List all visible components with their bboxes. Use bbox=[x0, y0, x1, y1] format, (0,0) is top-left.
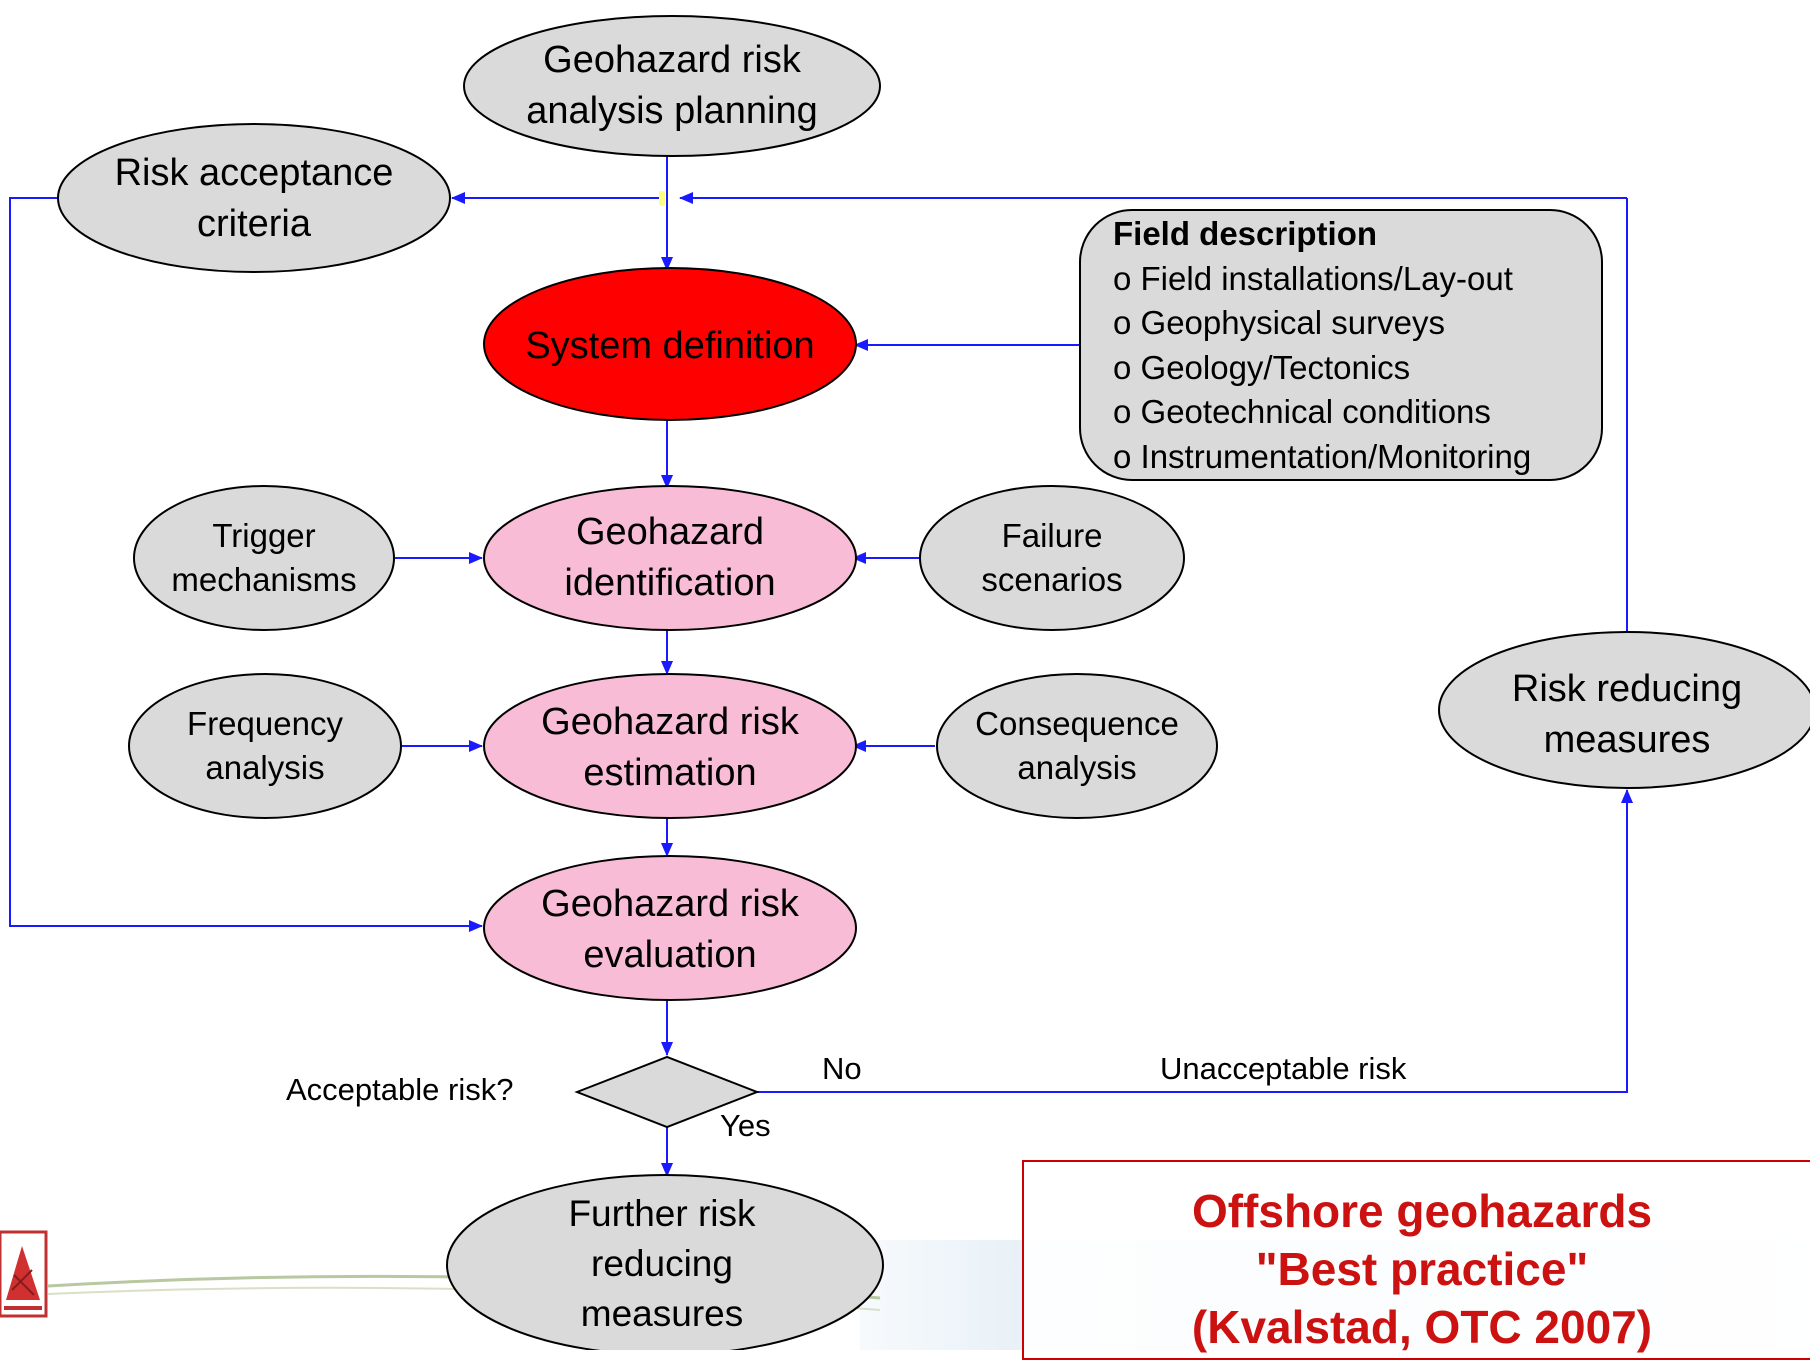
node-system: System definition bbox=[484, 318, 856, 374]
unacceptable-risk-label: Unacceptable risk bbox=[1160, 1051, 1407, 1086]
node-acceptance-shape bbox=[57, 123, 451, 273]
callout-line-3: (Kvalstad, OTC 2007) bbox=[1191, 1301, 1653, 1353]
node-identification-line-1: Geohazard bbox=[575, 511, 764, 553]
decision-diamond bbox=[574, 1055, 760, 1129]
node-further-line-2: reducing bbox=[591, 1243, 733, 1284]
node-evaluation-line-2: evaluation bbox=[583, 934, 757, 976]
node-frequency-shape bbox=[128, 673, 402, 819]
field-description-item: o Instrumentation/Monitoring bbox=[1113, 437, 1532, 475]
node-further-line-1: Further risk bbox=[568, 1193, 756, 1234]
node-acceptance-line-2: criteria bbox=[196, 203, 312, 245]
node-identification: Geohazard identification bbox=[484, 502, 856, 614]
node-planning-line-1: Geohazard risk bbox=[543, 39, 801, 81]
node-reducing-line-2: measures bbox=[1543, 719, 1711, 761]
node-consequence: Consequence analysis bbox=[937, 700, 1217, 792]
node-trigger-line-2: mechanisms bbox=[171, 561, 357, 598]
node-failure-shape bbox=[919, 485, 1185, 631]
node-consequence-line-1: Consequence bbox=[975, 705, 1179, 742]
node-planning-line-2: analysis planning bbox=[526, 90, 818, 132]
reference-callout-box: Offshore geohazards "Best practice" (Kva… bbox=[1022, 1160, 1810, 1360]
node-reducing-shape bbox=[1438, 631, 1810, 789]
junction-marker bbox=[659, 191, 665, 205]
node-reducing: Risk reducing measures bbox=[1440, 659, 1810, 771]
node-consequence-shape bbox=[936, 673, 1218, 819]
node-estimation-shape bbox=[483, 673, 857, 819]
company-logo bbox=[0, 1230, 48, 1318]
callout-line-2: "Best practice" bbox=[1255, 1243, 1589, 1295]
node-further: Further risk reducing measures bbox=[450, 1186, 874, 1342]
decision-yes-label: Yes bbox=[720, 1108, 771, 1143]
node-system-shape bbox=[483, 267, 857, 421]
callout-line-1: Offshore geohazards bbox=[1191, 1185, 1653, 1237]
node-system-line-1: System definition bbox=[525, 324, 815, 367]
node-failure-line-2: scenarios bbox=[981, 561, 1123, 598]
node-estimation-line-1: Geohazard risk bbox=[541, 701, 799, 743]
node-reducing-line-1: Risk reducing bbox=[1511, 668, 1743, 710]
node-trigger-line-1: Trigger bbox=[212, 517, 316, 554]
node-frequency: Frequency analysis bbox=[129, 700, 401, 792]
field-box-shape bbox=[1079, 209, 1603, 481]
arrow-decision-to-reducing bbox=[755, 789, 1633, 1093]
node-identification-line-2: identification bbox=[564, 562, 776, 604]
node-failure: Failure scenarios bbox=[920, 512, 1184, 604]
node-acceptance-line-1: Risk acceptance bbox=[114, 152, 394, 194]
node-frequency-line-1: Frequency bbox=[187, 705, 343, 742]
connectors bbox=[9, 155, 1633, 1177]
node-planning-shape bbox=[463, 15, 881, 157]
node-trigger: Trigger mechanisms bbox=[134, 512, 394, 604]
node-evaluation-line-1: Geohazard risk bbox=[541, 883, 799, 925]
field-description-item: o Geophysical surveys bbox=[1113, 304, 1445, 341]
decision-question-label: Acceptable risk? bbox=[286, 1072, 514, 1107]
node-further-line-3: measures bbox=[580, 1293, 744, 1334]
field-description-item: o Geology/Tectonics bbox=[1113, 348, 1411, 386]
node-shapes bbox=[57, 15, 1810, 1356]
node-planning: Geohazard risk analysis planning bbox=[464, 30, 880, 142]
node-acceptance: Risk acceptance criteria bbox=[58, 143, 450, 255]
decision-no-label: No bbox=[822, 1051, 862, 1086]
node-failure-line-1: Failure bbox=[1001, 517, 1103, 554]
node-evaluation: Geohazard risk evaluation bbox=[484, 874, 856, 986]
field-description-item: o Geotechnical conditions bbox=[1113, 393, 1491, 430]
node-trigger-shape bbox=[133, 485, 395, 631]
node-frequency-line-2: analysis bbox=[205, 749, 325, 786]
field-description-heading: Field description bbox=[1113, 215, 1378, 252]
field-description-box: Field description o Field installations/… bbox=[1080, 210, 1600, 480]
field-description-item: o Field installations/Lay-out bbox=[1113, 259, 1513, 297]
node-estimation-line-2: estimation bbox=[583, 752, 757, 794]
node-consequence-line-2: analysis bbox=[1017, 749, 1137, 786]
node-identification-shape bbox=[483, 485, 857, 631]
node-estimation: Geohazard risk estimation bbox=[484, 692, 856, 804]
arrow-acceptance-to-evaluation bbox=[9, 197, 483, 932]
node-evaluation-shape bbox=[483, 855, 857, 1001]
